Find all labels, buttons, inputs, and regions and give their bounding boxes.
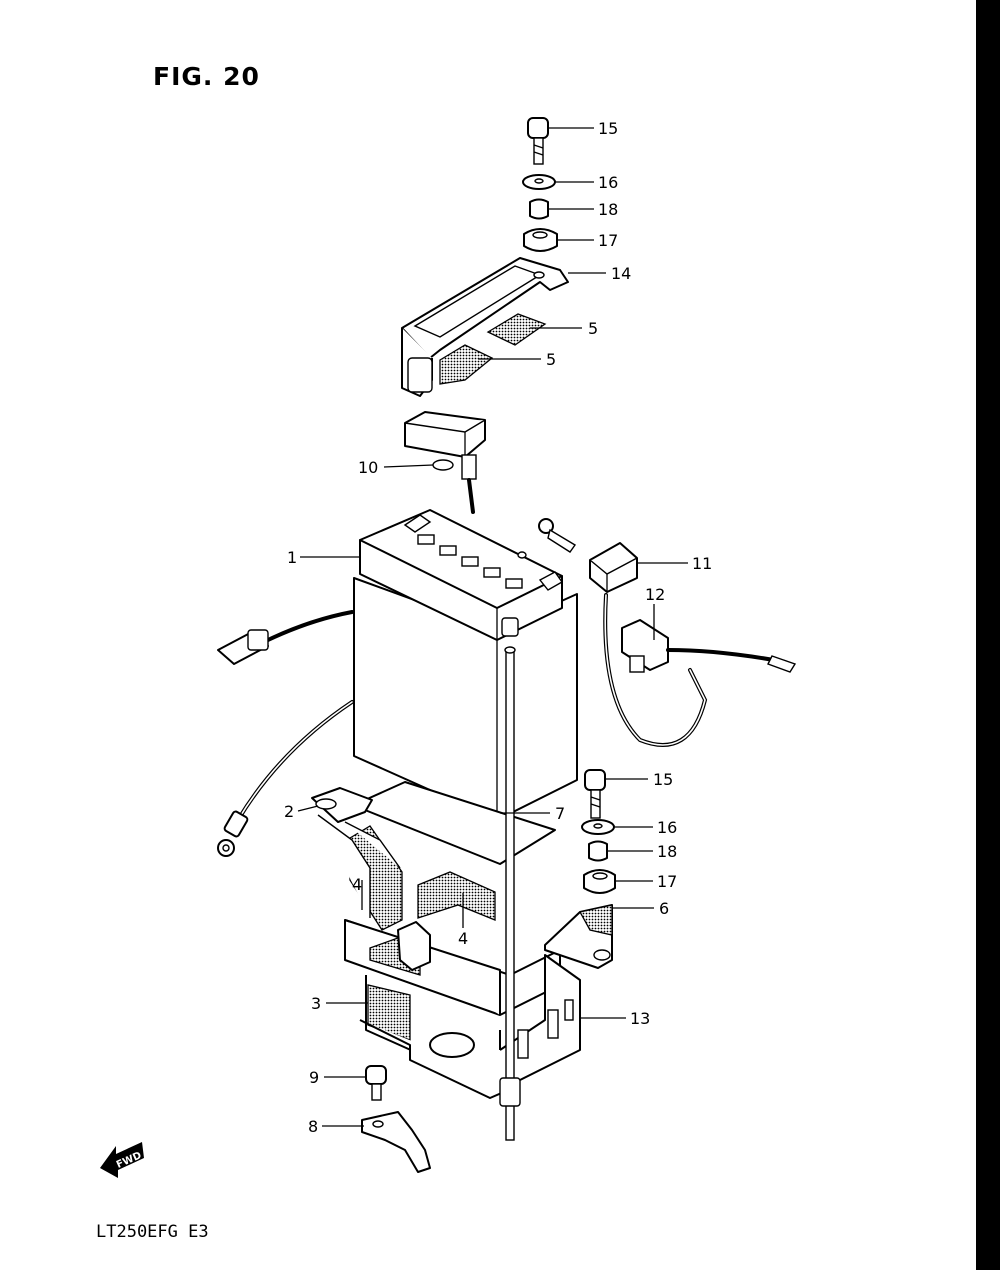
clamp-8 (361, 1111, 431, 1173)
callout-5-upper: 5 (588, 319, 598, 338)
callout-1: 1 (287, 548, 297, 567)
seal-4-center (417, 871, 496, 921)
bracket-clip (397, 921, 431, 971)
callout-17-lower: 17 (657, 872, 677, 891)
callout-14: 14 (611, 264, 631, 283)
battery-holder-14 (401, 257, 569, 397)
callout-8: 8 (308, 1117, 318, 1136)
negative-lead-coupler (217, 610, 354, 665)
callout-16-upper: 16 (598, 173, 618, 192)
callout-17-upper: 17 (598, 231, 618, 250)
negative-lead-ring (217, 700, 354, 857)
battery-hold-rod (499, 617, 521, 1141)
fwd-direction-arrow: FWD (100, 1142, 144, 1178)
washer-16-lower (581, 819, 615, 835)
figure-title: FIG. 20 (153, 62, 260, 91)
washer-16-upper (522, 174, 556, 190)
callout-2: 2 (284, 802, 294, 821)
pad-5-upper (486, 313, 547, 346)
bolt-15-upper (527, 117, 549, 165)
callout-labels: 15 16 18 17 14 5 5 10 1 11 12 15 2 7 16 … (284, 119, 712, 1136)
scan-edge-bar (976, 0, 1000, 1270)
battery-1 (353, 509, 578, 821)
bracket-mount-6 (544, 904, 613, 969)
grommet-17-upper (523, 228, 558, 252)
callout-13: 13 (630, 1009, 650, 1028)
callout-4-center: 4 (458, 929, 468, 948)
positive-lead-11 (538, 518, 708, 747)
model-code: LT250EFG E3 (96, 1222, 209, 1242)
callout-6: 6 (659, 899, 669, 918)
grommet-17-lower (583, 869, 616, 894)
callout-5-lower: 5 (546, 350, 556, 369)
battery-cell-caps (417, 534, 523, 589)
battery-bracket-13 (359, 954, 581, 1099)
callout-7: 7 (555, 804, 565, 823)
callout-18-upper: 18 (598, 200, 618, 219)
callout-3: 3 (311, 994, 321, 1013)
callout-4-left: 4 (352, 875, 362, 894)
collar-18-lower (588, 840, 608, 862)
callout-15-upper: 15 (598, 119, 618, 138)
callout-15-lower: 15 (653, 770, 673, 789)
callout-12: 12 (645, 585, 665, 604)
leader-lines (297, 127, 688, 1127)
callout-10: 10 (358, 458, 378, 477)
pad-5-lower (439, 344, 494, 385)
battery-bracket-plate-2 (311, 787, 401, 918)
bolt-15-lower (584, 769, 606, 819)
seal-4-left (349, 825, 403, 931)
collar-18-upper (529, 198, 549, 220)
callout-16-lower: 16 (657, 818, 677, 837)
callout-9: 9 (309, 1068, 319, 1087)
bolt-9 (365, 1065, 387, 1101)
starter-relay-12 (621, 619, 797, 673)
callout-11: 11 (692, 554, 712, 573)
callout-18-lower: 18 (657, 842, 677, 861)
terminal-cover-10 (404, 411, 486, 514)
